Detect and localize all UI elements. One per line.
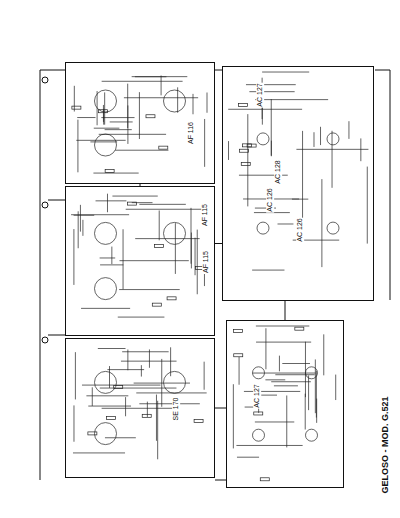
component-label: AC 126 — [296, 217, 304, 242]
diagram-title: GELOSO - MOD. G.521 — [381, 395, 391, 494]
circuit-panel: SE 170 — [65, 338, 215, 478]
circuit-panel: AF 115 — [65, 186, 215, 336]
transistor-label: AC 127 — [253, 383, 261, 408]
transistor-label: AC 128 — [274, 159, 282, 184]
circuit-panel: AC 128 — [222, 66, 374, 301]
component-label: AC 127 — [256, 82, 264, 107]
wire-connector — [285, 301, 286, 320]
transistor-label: SE 170 — [172, 397, 180, 422]
component-label: AF 115 — [201, 203, 209, 227]
wire-connector — [215, 408, 226, 409]
wire-connector — [215, 243, 222, 244]
transistor-label: AF 115 — [202, 250, 210, 274]
circuit-panel: AC 127 — [226, 320, 344, 488]
transistor-label: AF 116 — [187, 121, 195, 145]
component-label: AC 126 — [266, 187, 274, 212]
circuit-panel: AF 116 — [65, 62, 215, 184]
